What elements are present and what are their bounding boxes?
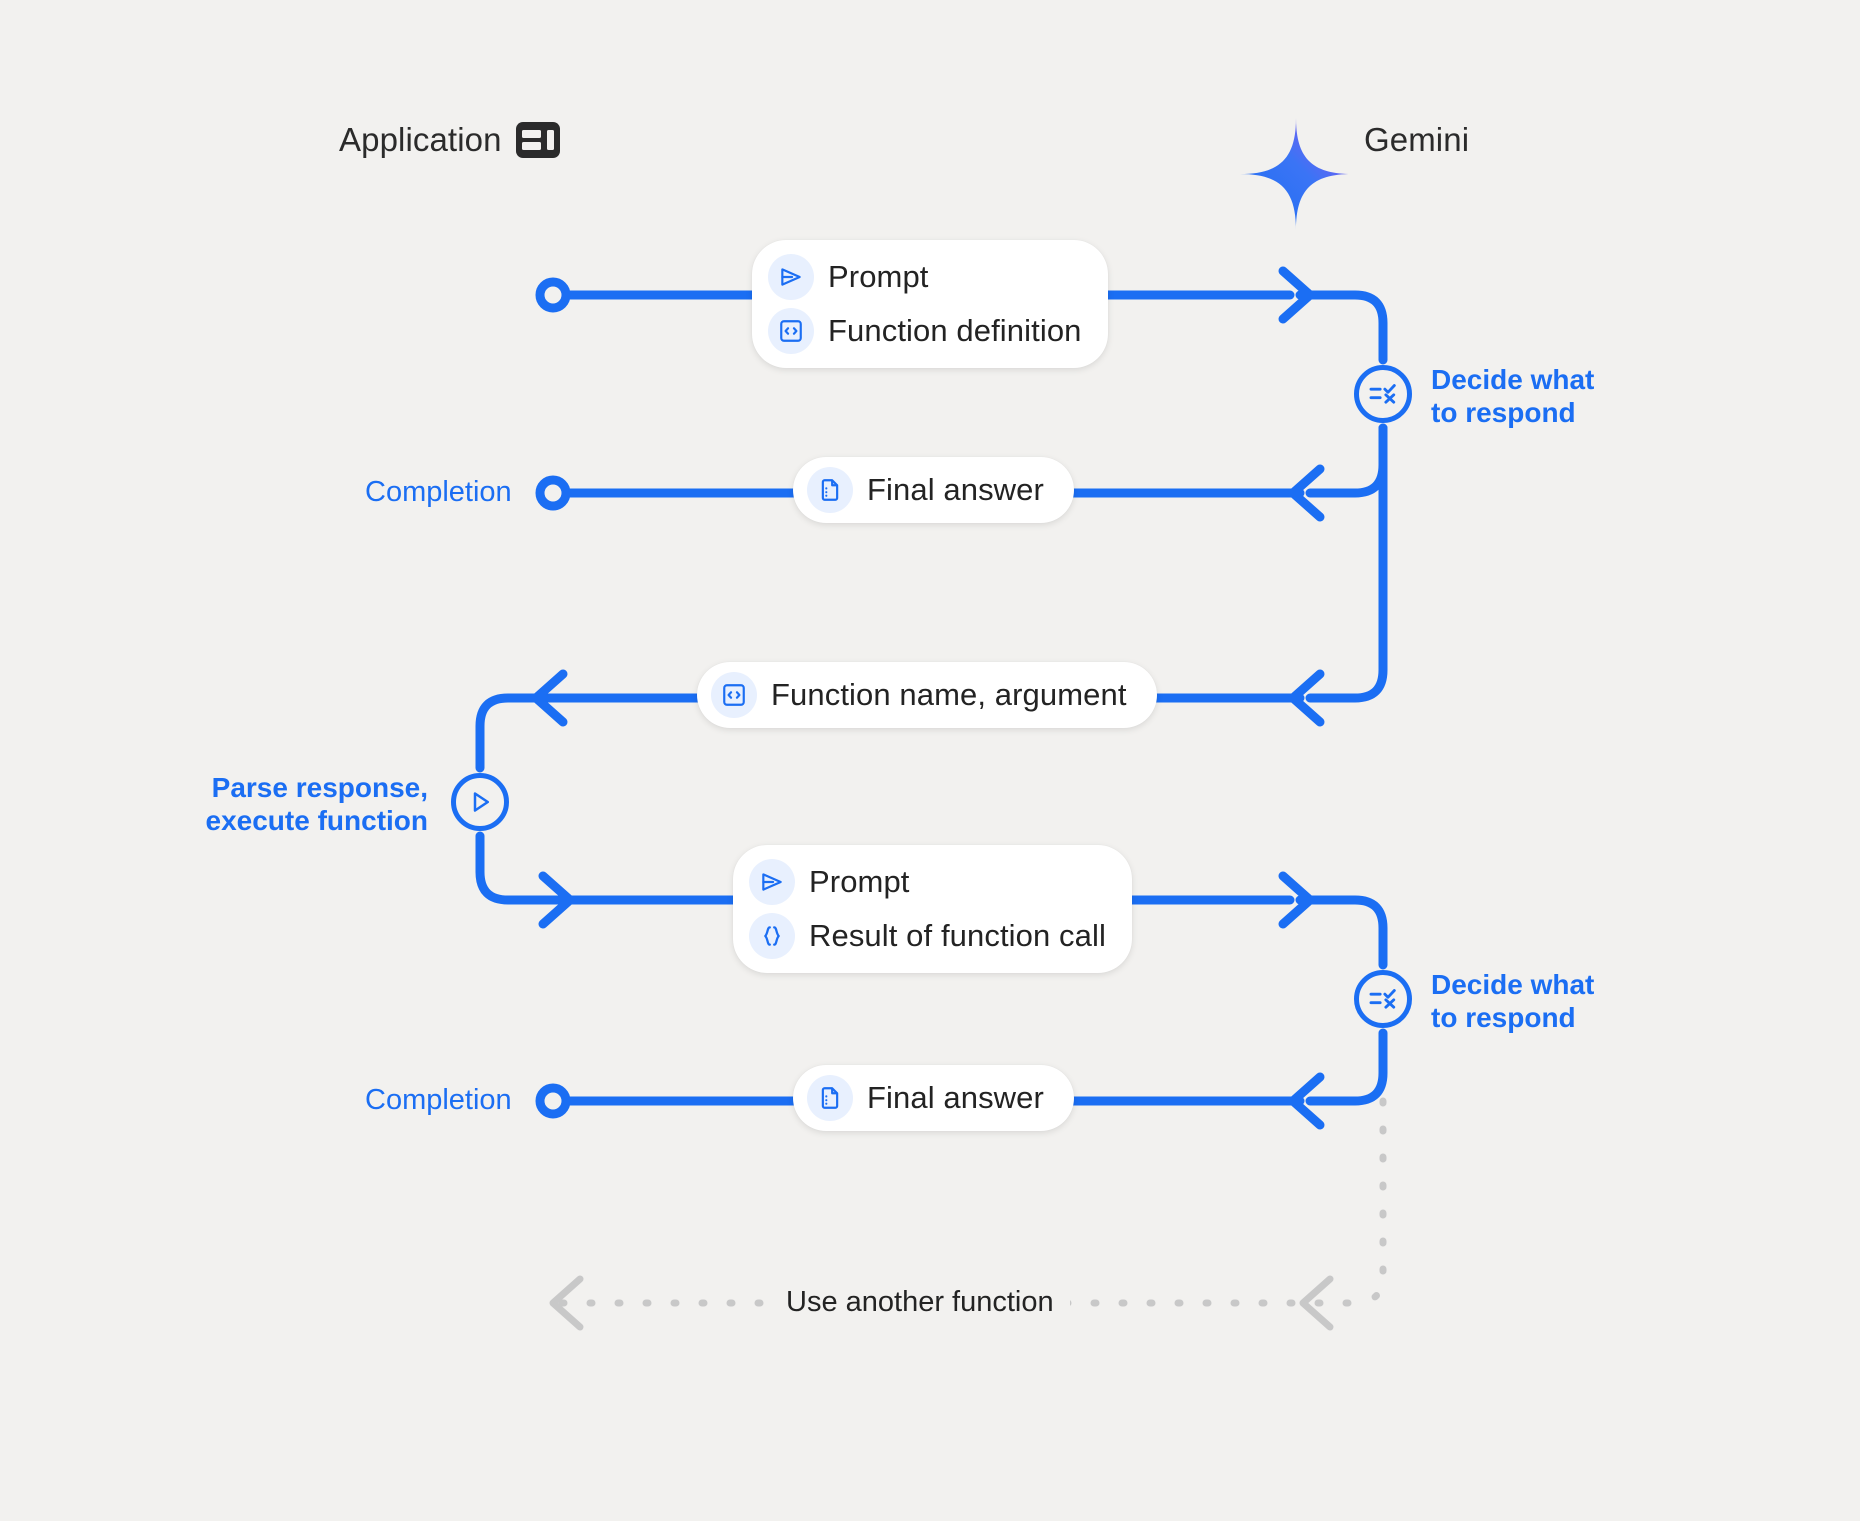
completion-label-1: Completion [365,476,512,508]
checklist-decision-icon [1369,989,1396,1009]
bubble-row: Prompt [768,254,1082,300]
bubble-row: Final answer [807,1075,1044,1121]
gemini-sparkle-icon [1240,118,1352,230]
message-bubble-function-name-argument[interactable]: Function name, argument [697,662,1157,728]
send-icon [768,254,814,300]
curly-braces-icon [749,913,795,959]
arrowhead-gemini-in-3 [1278,871,1315,929]
bubble-row-label: Function name, argument [771,677,1127,712]
dashboard-layout-icon [515,122,560,158]
send-icon [749,859,795,905]
wire-gemini-entry-2 [1295,895,1388,970]
wire-decide1-to-final-answer [1305,423,1388,498]
wire-decide1-to-function-call [1305,423,1388,703]
completion-label-2: Completion [365,1084,512,1116]
actor-gemini-label: Gemini [1364,121,1470,158]
bubble-row: Result of function call [749,913,1106,959]
bubble-row-label: Prompt [828,259,929,294]
bubble-row-label: Result of function call [809,918,1106,953]
actor-application-label: Application [339,121,502,158]
document-icon [807,1075,853,1121]
endpoint-dot-completion-1 [535,475,571,511]
node-decide-2-label: Decide what to respond [1431,969,1595,1033]
arrowhead-gemini-in-2 [538,871,575,929]
message-bubble-final-answer-1[interactable]: Final answer [793,457,1074,523]
message-bubble-prompt-result-of-function-call[interactable]: Prompt Result of function call [733,845,1132,973]
arrowhead-gemini-in-1 [1278,266,1315,324]
node-decide-2[interactable] [1354,970,1412,1028]
actor-gemini: Gemini [1364,121,1469,159]
checklist-decision-icon [1369,384,1396,404]
wire-gemini-entry-1 [1295,290,1388,365]
node-parse-execute-label: Parse response, execute function [205,772,428,836]
loop-arrowhead-application [549,1275,584,1331]
node-decide-1-label: Decide what to respond [1431,364,1595,428]
arrowhead-app-in-1 [1288,464,1325,522]
play-icon [473,792,489,812]
code-brackets-icon [768,308,814,354]
actor-application: Application [339,121,560,159]
loop-label-use-another-function: Use another function [770,1286,1070,1319]
node-parse-execute[interactable] [451,773,509,831]
bubble-row-label: Final answer [867,1080,1044,1115]
bubble-row: Function name, argument [711,672,1127,718]
arrowhead-app-in-2 [1288,669,1325,727]
bubble-row-label: Prompt [809,864,910,899]
loop-dashed-vertical [1351,1097,1387,1307]
node-decide-1[interactable] [1354,365,1412,423]
wire-decide2-to-final-answer [1305,1028,1388,1106]
loop-arrowhead-gemini [1299,1275,1334,1331]
message-bubble-prompt-function-definition[interactable]: Prompt Function definition [752,240,1108,368]
bubble-row: Function definition [768,308,1082,354]
arrowhead-app-in-3 [1288,1072,1325,1130]
endpoint-dot-completion-2 [535,1083,571,1119]
document-icon [807,467,853,513]
endpoint-dot-start [535,277,571,313]
code-brackets-icon [711,672,757,718]
bubble-row-label: Function definition [828,313,1082,348]
message-bubble-final-answer-2[interactable]: Final answer [793,1065,1074,1131]
bubble-row-label: Final answer [867,472,1044,507]
bubble-row: Prompt [749,859,1106,905]
wire-to-parse-node [475,693,558,773]
arrowhead-parse-in [531,669,568,727]
bubble-row: Final answer [807,467,1044,513]
